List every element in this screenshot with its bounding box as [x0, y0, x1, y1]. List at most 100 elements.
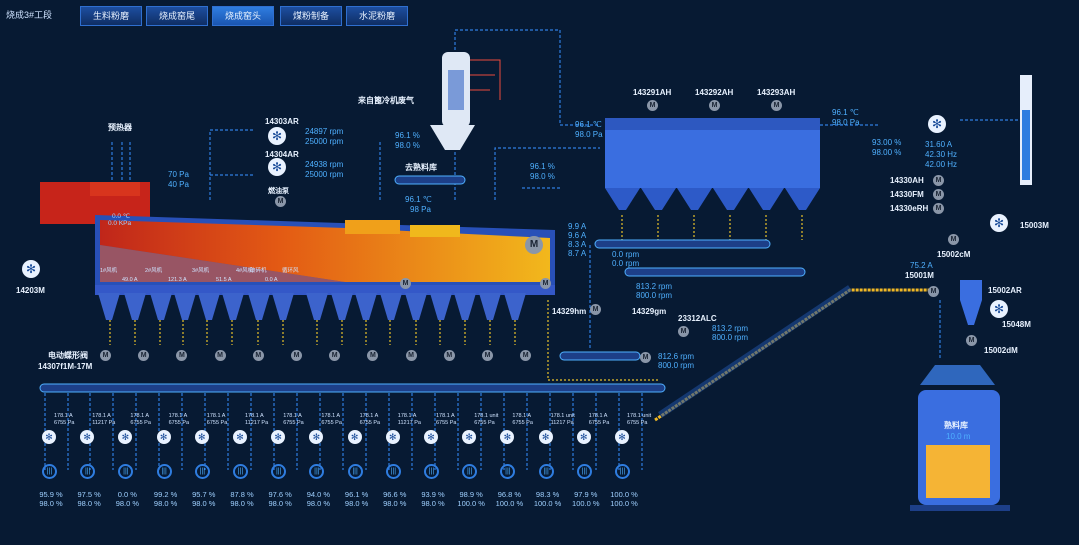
tab-kiln-head[interactable]: 烧成窑头: [212, 6, 274, 26]
fan-pct-2: 98.0 %: [383, 499, 407, 508]
valve-motor-icon[interactable]: M: [100, 350, 111, 361]
rpm1-b: 0.0 rpm: [612, 259, 640, 268]
silo-f5-fan-icon[interactable]: ✻: [990, 214, 1008, 232]
tab-coal-mill[interactable]: 煤粉制备: [280, 6, 342, 26]
fan-pct-2: 100.0 %: [572, 499, 600, 508]
cooler-motor-2-icon[interactable]: M: [540, 278, 551, 289]
valve-motor-icon[interactable]: M: [138, 350, 150, 361]
tab-cement-mill[interactable]: 水泥粉磨: [346, 6, 408, 26]
fan-icon[interactable]: ✻: [233, 430, 247, 444]
silo-level: 10.0 m: [946, 432, 971, 441]
fan-pct-2: 98.0 %: [421, 499, 445, 508]
fan-pct-2: 100.0 %: [495, 499, 524, 508]
valve-motor-icon[interactable]: M: [405, 350, 417, 361]
valve-motor-icon[interactable]: M: [482, 350, 493, 361]
fan-pct-1: 96.6 %: [383, 490, 407, 499]
bag-motor-1-icon[interactable]: M: [647, 100, 658, 111]
fan-pressure: 11217 Pa: [550, 420, 574, 426]
fan-icon[interactable]: ✻: [385, 430, 400, 444]
side-motor-3-icon[interactable]: M: [933, 203, 944, 214]
zone-val-4: 0.0 A: [265, 277, 278, 283]
silo-d3: 15002AR: [988, 286, 1022, 295]
fan-pct-1: 100.0 %: [610, 490, 638, 499]
fan-icon[interactable]: ✻: [194, 430, 209, 444]
filter-icon: |||: [156, 464, 172, 479]
valve-motor-icon[interactable]: M: [443, 350, 455, 361]
fan-icon[interactable]: ✻: [500, 430, 515, 444]
mid2-motor-icon[interactable]: M: [678, 326, 689, 337]
cooler-motor-icon[interactable]: M: [400, 278, 411, 289]
fan-icon[interactable]: ✻: [576, 430, 591, 444]
valve-motor-icon[interactable]: M: [252, 350, 264, 361]
bag-motor-2-icon[interactable]: M: [709, 100, 720, 111]
bag-unit-1: 143291AH: [633, 88, 672, 97]
filter-icon: |||: [500, 464, 516, 479]
fan-icon[interactable]: ✻: [42, 430, 56, 444]
fan-amps: 178.1 A: [436, 413, 455, 419]
tab-raw-mill[interactable]: 生料粉磨: [80, 6, 142, 26]
fan-icon[interactable]: ✻: [615, 430, 629, 444]
burner-motor-icon[interactable]: M: [275, 196, 286, 207]
fan-pct-1: 96.8 %: [497, 490, 522, 499]
fan-14303ar-set: 25000 rpm: [305, 137, 344, 146]
filter-icon: |||: [309, 464, 325, 479]
valve-motor-icon[interactable]: M: [176, 350, 188, 361]
filter-icon: |||: [80, 464, 96, 479]
fan-icon[interactable]: ✻: [80, 430, 95, 444]
side-motor-2-icon[interactable]: M: [933, 189, 944, 200]
main-fan-icon[interactable]: ✻: [928, 115, 946, 133]
fan-pressure: 6755 Pa: [283, 420, 304, 426]
fan-amps: 178.1 A: [168, 413, 188, 419]
valve-motor-icon[interactable]: M: [214, 350, 226, 361]
silo-d2-motor-icon[interactable]: M: [948, 234, 959, 245]
valve-motor-icon[interactable]: M: [367, 350, 379, 361]
fan-pct-1: 0.0 %: [117, 490, 137, 499]
fan-pct-2: 98.0 %: [230, 499, 254, 508]
valve-title: 电动蝶形阀: [48, 351, 88, 360]
conv-a-1: 9.9 A: [568, 222, 587, 231]
fan-amps: 178.1 A: [283, 413, 302, 419]
hammer-motor-icon[interactable]: M: [590, 304, 601, 315]
fan-14303ar-icon[interactable]: ✻: [268, 127, 286, 145]
top-nav: 烧成3#工段 生料粉磨 烧成窑尾 烧成窑头 煤粉制备 水泥粉磨: [0, 0, 1079, 26]
fan-pct-2: 98.0 %: [153, 499, 178, 508]
valve-motor-icon[interactable]: M: [329, 350, 341, 361]
col-pct-2: 98.0 %: [395, 141, 420, 150]
fan-icon[interactable]: ✻: [118, 430, 133, 444]
filter-icon: |||: [576, 464, 592, 479]
to-clinker-label: 去熟料库: [405, 163, 437, 172]
fan-icon[interactable]: ✻: [538, 430, 553, 444]
fan-amps: 178.1 unit: [627, 413, 652, 419]
fan-icon[interactable]: ✻: [271, 430, 286, 444]
fan-icon[interactable]: ✻: [347, 430, 362, 444]
fan-icon[interactable]: ✻: [462, 430, 477, 444]
fan-14203m-icon[interactable]: ✻: [22, 260, 40, 278]
fan-pct-2: 98.0 %: [39, 499, 63, 508]
tab-kiln-tail[interactable]: 烧成窑尾: [146, 6, 208, 26]
fan-icon[interactable]: ✻: [424, 430, 438, 444]
damper-1: 93.00 %: [872, 138, 902, 147]
side-motor-1-icon[interactable]: M: [933, 175, 944, 186]
fan-icon[interactable]: ✻: [309, 430, 324, 444]
fan-14304ar-icon[interactable]: ✻: [268, 158, 286, 176]
silo-top-motor-icon[interactable]: M: [928, 286, 939, 297]
fan-14303ar-name: 14303AR: [265, 117, 299, 126]
rpm4-motor-icon[interactable]: M: [640, 352, 651, 363]
zone-1: 1#风机: [100, 268, 118, 274]
cooler-drive-motor-icon[interactable]: M: [525, 236, 543, 254]
fan-pressure: 6755 Pa: [436, 420, 457, 426]
fan-pct-1: 97.5 %: [77, 490, 101, 499]
silo-d4-fan-icon[interactable]: ✻: [990, 300, 1008, 318]
fan-pct-1: 87.8 %: [230, 490, 254, 499]
fan-pressure: 6755 Pa: [474, 420, 495, 426]
bag-motor-3-icon[interactable]: M: [771, 100, 782, 111]
fan-pct-1: 96.1 %: [344, 490, 369, 499]
zone-6: 循环风: [282, 268, 299, 274]
filter-icon: |||: [118, 464, 134, 479]
fan-amps: 178.1 A: [130, 413, 150, 419]
in-pct-1: 96.1 %: [530, 162, 555, 171]
fan-icon[interactable]: ✻: [156, 430, 171, 444]
silo-d5-motor-icon[interactable]: M: [966, 335, 977, 346]
valve-motor-icon[interactable]: M: [520, 350, 532, 361]
valve-motor-icon[interactable]: M: [291, 350, 302, 361]
